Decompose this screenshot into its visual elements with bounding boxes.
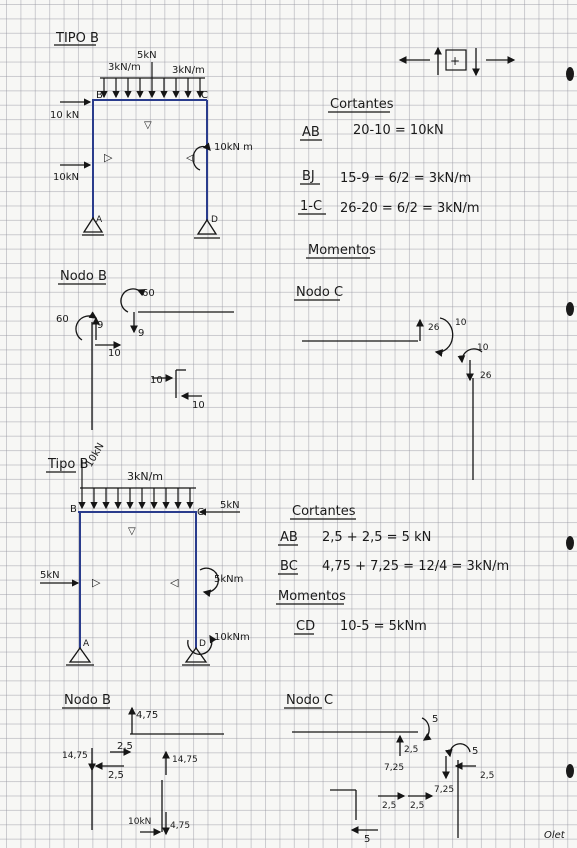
svg-text:5kNm: 5kNm <box>214 574 243 585</box>
svg-text:4,75: 4,75 <box>170 821 190 831</box>
svg-text:AB: AB <box>280 530 298 545</box>
svg-text:9: 9 <box>138 328 144 339</box>
heading-cortantes-1: Cortantes <box>330 97 394 112</box>
binder-hole <box>566 67 574 81</box>
svg-text:14,75: 14,75 <box>172 755 198 765</box>
svg-text:14,75: 14,75 <box>62 751 88 761</box>
svg-text:B: B <box>70 504 77 515</box>
svg-text:A: A <box>96 215 103 225</box>
svg-text:CD: CD <box>296 619 315 634</box>
svg-text:2,5: 2,5 <box>404 745 418 755</box>
svg-text:◁: ◁ <box>170 576 179 589</box>
svg-text:▷: ▷ <box>92 576 101 589</box>
svg-text:A: A <box>83 639 90 649</box>
svg-text:10kN: 10kN <box>84 441 107 469</box>
svg-text:2,5 + 2,5 = 5 kN: 2,5 + 2,5 = 5 kN <box>322 530 431 545</box>
svg-text:4,75: 4,75 <box>136 710 158 721</box>
svg-text:26: 26 <box>428 323 440 333</box>
svg-text:▽: ▽ <box>144 120 152 131</box>
svg-text:4,75 + 7,25 = 12/4 = 3kN/m: 4,75 + 7,25 = 12/4 = 3kN/m <box>322 559 509 574</box>
heading-cortantes-2: Cortantes <box>292 504 356 519</box>
svg-text:D: D <box>211 215 218 225</box>
svg-text:26: 26 <box>480 371 492 381</box>
svg-text:26-20 = 6/2 = 3kN/m: 26-20 = 6/2 = 3kN/m <box>340 201 480 216</box>
svg-text:3kN/m: 3kN/m <box>108 62 141 73</box>
svg-text:2,5: 2,5 <box>117 741 133 752</box>
binder-hole <box>566 536 574 550</box>
nodo-c-diagram-2: 5 2,5 7,25 5 7,25 2,5 2,5 2,5 5 <box>292 714 494 845</box>
title-tipo-b: TIPO B <box>55 31 99 46</box>
svg-text:1-C: 1-C <box>300 199 322 214</box>
svg-text:9: 9 <box>97 320 103 331</box>
svg-text:▷: ▷ <box>104 151 113 164</box>
svg-text:BJ: BJ <box>302 169 315 184</box>
title-nodo-c-2: Nodo C <box>286 693 333 708</box>
svg-text:C: C <box>197 507 204 518</box>
svg-text:20-10 = 10kN: 20-10 = 10kN <box>353 123 444 138</box>
svg-text:C: C <box>201 90 208 101</box>
svg-text:10kN: 10kN <box>53 172 79 183</box>
svg-text:15-9 = 6/2 = 3kN/m: 15-9 = 6/2 = 3kN/m <box>340 171 471 186</box>
svg-text:5kN: 5kN <box>137 50 157 61</box>
svg-text:AB: AB <box>302 125 320 140</box>
svg-text:10 kN: 10 kN <box>50 110 79 121</box>
heading-momentos-2: Momentos <box>278 589 346 604</box>
svg-text:3kN/m: 3kN/m <box>127 470 163 483</box>
svg-text:7,25: 7,25 <box>384 763 404 773</box>
title-nodo-c-1: Nodo C <box>296 285 343 300</box>
svg-text:60: 60 <box>56 314 69 325</box>
binder-hole <box>566 302 574 316</box>
heading-momentos-1: Momentos <box>308 243 376 258</box>
svg-text:7,25: 7,25 <box>434 785 454 795</box>
svg-text:5: 5 <box>364 834 370 845</box>
svg-text:+: + <box>450 54 460 68</box>
svg-text:10kNm: 10kNm <box>214 632 250 643</box>
svg-text:10: 10 <box>108 348 121 359</box>
sign-convention: + <box>398 46 516 77</box>
svg-text:10: 10 <box>477 343 489 353</box>
svg-text:5: 5 <box>432 714 438 725</box>
svg-text:10kN m: 10kN m <box>214 142 253 153</box>
brand-logo: Olet <box>544 830 566 841</box>
nodo-b-diagram-1: 60 9 10 60 9 10 10 <box>56 288 234 430</box>
binder-hole <box>566 764 574 778</box>
svg-text:2,5: 2,5 <box>108 770 124 781</box>
title-nodo-b-1: Nodo B <box>60 269 107 284</box>
title-tipo-b-2: Tipo B <box>47 457 88 472</box>
svg-text:10kN: 10kN <box>128 817 151 827</box>
svg-text:5kN: 5kN <box>220 500 240 511</box>
frame-diagram-2: 10kN 3kN/m B C 5kN 5kN 5kNm 10kNm A D ▷ … <box>40 441 250 666</box>
svg-text:5: 5 <box>472 746 478 757</box>
svg-text:◁: ◁ <box>186 151 195 164</box>
svg-text:3kN/m: 3kN/m <box>172 65 205 76</box>
svg-text:D: D <box>199 639 206 649</box>
svg-text:B: B <box>96 90 103 101</box>
svg-text:10: 10 <box>455 318 467 328</box>
svg-text:2,5: 2,5 <box>480 771 494 781</box>
svg-text:2,5: 2,5 <box>382 801 396 811</box>
frame-diagram-1: 5kN 3kN/m 3kN/m B C 10 kN 10kN 10kN m A … <box>50 50 253 239</box>
svg-text:5kN: 5kN <box>40 570 60 581</box>
svg-text:10: 10 <box>150 375 163 386</box>
svg-text:▽: ▽ <box>128 526 136 537</box>
nodo-c-diagram-1: 26 10 10 26 <box>302 317 492 480</box>
svg-text:60: 60 <box>142 288 155 299</box>
title-nodo-b-2: Nodo B <box>64 693 111 708</box>
svg-text:2,5: 2,5 <box>410 801 424 811</box>
svg-text:BC: BC <box>280 559 298 574</box>
svg-text:10: 10 <box>192 400 205 411</box>
svg-text:10-5 = 5kNm: 10-5 = 5kNm <box>340 619 427 634</box>
nodo-b-diagram-2: 4,75 2,5 14,75 2,5 14,75 10kN 4,75 <box>62 706 224 836</box>
